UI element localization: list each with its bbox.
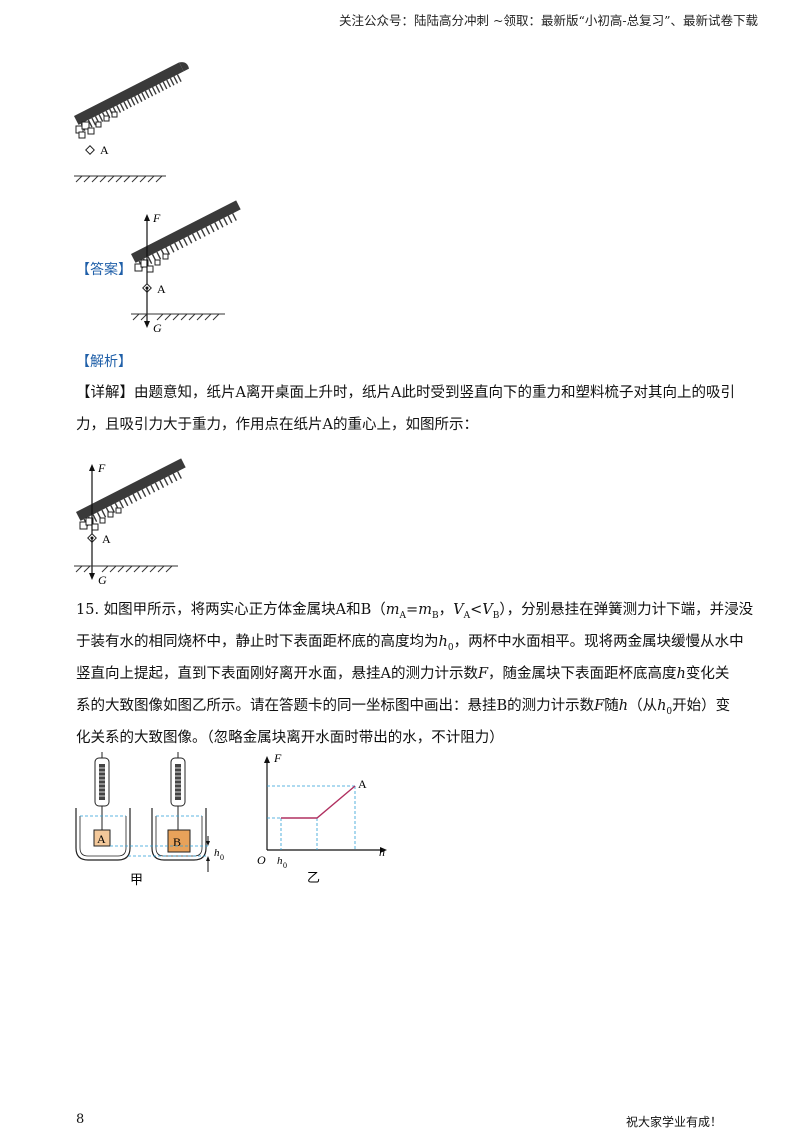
h0-label: h [214, 847, 220, 859]
x-axis-label: h [379, 845, 385, 859]
page-number: 8 [76, 1112, 85, 1127]
analysis-tag: 【解析】 [76, 354, 132, 370]
caption-jia: 甲 [130, 872, 143, 887]
paper-pieces [75, 111, 118, 139]
paper-a-label: A [102, 532, 111, 546]
beaker-icon [75, 808, 131, 861]
caption-yi: 乙 [307, 870, 320, 885]
question-line-2: 于装有水的相同烧杯中，静止时下表面距杯底的高度均为h0，两杯中水面相平。现将两金… [76, 634, 744, 653]
svg-text:0: 0 [220, 853, 224, 862]
paper-a-label: A [157, 282, 166, 296]
answer-figure: F A G [131, 200, 241, 335]
question-line-5: 化关系的大致图像。（忽略金属块离开水面时带出的水，不计阻力） [76, 730, 504, 746]
spring-scale-icon [94, 752, 110, 830]
answer-tag: 【答案】 [76, 262, 132, 278]
detail-line-1: 【详解】由题意知，纸片A离开桌面上升时，纸片A此时受到竖直向下的重力和塑料梳子对… [76, 385, 735, 401]
block-b [167, 829, 191, 853]
question-line-3: 竖直向上提起，直到下表面刚好离开水面，悬挂A的测力计示数F，随金属块下表面距杯底… [76, 666, 730, 682]
spring-scale-icon [170, 752, 186, 830]
block-a-label: A [97, 832, 106, 846]
question-line-1: 15. 如图甲所示，将两实心正方体金属块A和B（mA=mB，VA<VB），分别悬… [76, 602, 754, 621]
origin-label: O [257, 853, 266, 867]
curve-a [281, 785, 356, 819]
figure-jia: A B h 0 甲 [75, 752, 224, 887]
analysis-figure: F A G [74, 458, 186, 587]
paper-a-icon [85, 145, 95, 155]
force-f-label: F [97, 461, 106, 475]
svg-text:0: 0 [283, 861, 287, 870]
table-surface-icon [74, 175, 166, 183]
block-b-label: B [173, 835, 181, 849]
h0-axis-label: h [277, 855, 283, 867]
guide-lines [267, 785, 356, 850]
question-line-4: 系的大致图像如图乙所示。请在答题卡的同一坐标图中画出：悬挂B的测力计示数F随h（… [76, 698, 731, 717]
curve-a-label: A [358, 777, 367, 791]
comb-icon [74, 62, 190, 131]
footer-wish: 祝大家学业有成！ [625, 1115, 722, 1129]
figure-yi-graph: F h O h 0 A 乙 [257, 751, 387, 885]
comb-figure-1: A [74, 62, 190, 183]
paper-a-label: A [100, 143, 109, 157]
force-f-label: F [152, 211, 161, 225]
force-g-label: G [153, 321, 162, 335]
page-header: 关注公众号：陆陆高分冲刺 ~领取：最新版“小初高-总复习”、最新试卷下载 [339, 13, 758, 28]
force-g-label: G [98, 573, 107, 587]
y-axis-label: F [273, 751, 282, 765]
detail-line-2: 力，且吸引力大于重力，作用点在纸片A的重心上，如图所示： [76, 417, 478, 433]
block-a [93, 829, 111, 847]
